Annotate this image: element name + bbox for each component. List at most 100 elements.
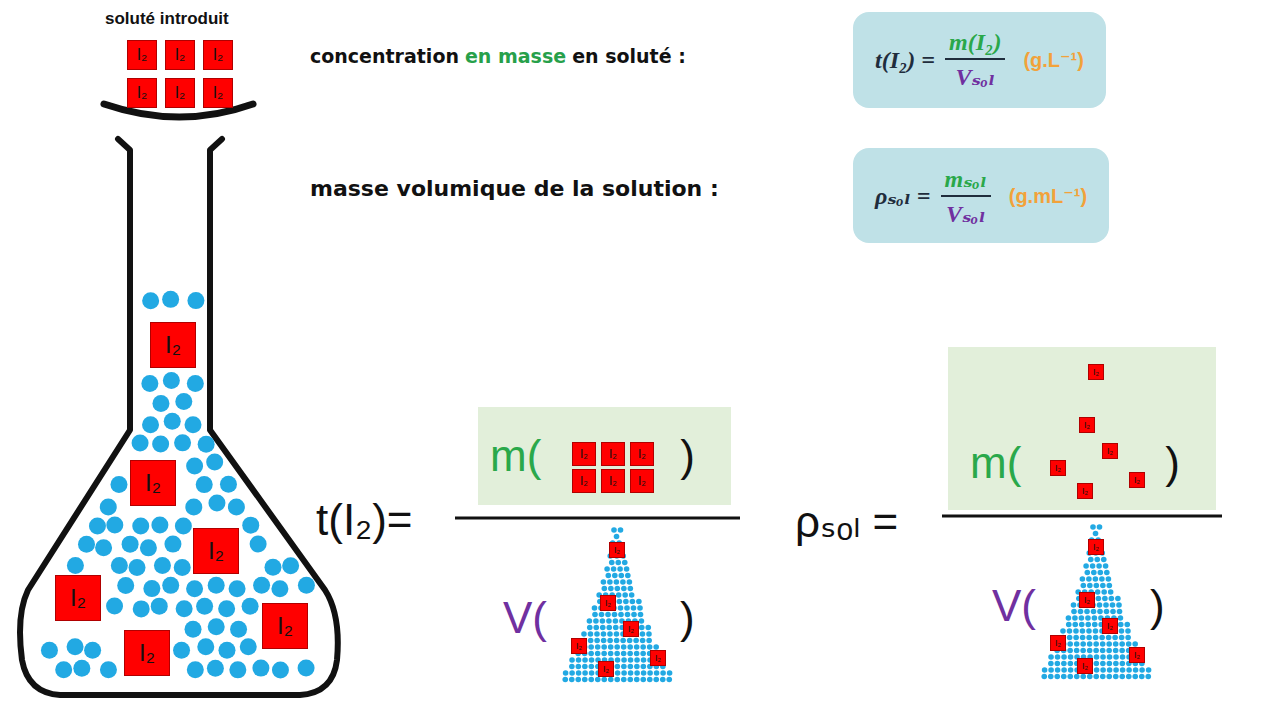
solvent-particle <box>606 625 612 631</box>
solvent-particle <box>185 498 202 515</box>
solvent-particle <box>1101 557 1107 563</box>
solvent-particle <box>608 644 614 650</box>
solvent-particle <box>271 580 288 597</box>
solvent-particle <box>634 664 640 670</box>
solvent-particle <box>1132 641 1138 647</box>
solvent-particle <box>1094 661 1100 667</box>
solvent-particle <box>252 660 269 677</box>
solvent-particle <box>592 605 598 611</box>
solvent-particle <box>587 618 593 624</box>
solvent-particle <box>1055 661 1061 667</box>
solvent-particle <box>1087 641 1093 647</box>
solvent-particle <box>1072 622 1078 628</box>
solvent-particle <box>601 651 607 657</box>
solvent-particle <box>129 559 146 576</box>
solvent-particle <box>242 598 259 615</box>
solvent-particle <box>250 536 267 553</box>
solvent-particle <box>631 605 637 611</box>
solvent-particle <box>609 560 615 566</box>
solvent-particle <box>634 651 640 657</box>
solvent-particle <box>1093 635 1099 641</box>
solvent-particle <box>604 566 610 572</box>
solvent-particle <box>613 625 619 631</box>
solvent-particle <box>229 580 246 597</box>
solvent-particle <box>588 677 594 683</box>
solvent-particle <box>589 657 595 663</box>
solvent-particle <box>588 651 594 657</box>
solvent-particle <box>569 677 575 683</box>
solvent-particle <box>1066 622 1072 628</box>
solvent-particle <box>593 625 599 631</box>
solvent-particle <box>1120 661 1126 667</box>
solvent-particle <box>1060 628 1066 634</box>
solvent-particle <box>589 670 595 676</box>
solvent-particle <box>1055 654 1061 660</box>
solvent-particle <box>1085 570 1091 576</box>
solvent-particle <box>1086 576 1092 582</box>
mass-symbol: m( <box>970 441 1021 485</box>
solvent-particle <box>625 612 631 618</box>
solvent-particle <box>1107 661 1113 667</box>
iodine-particle: I₂ <box>1079 417 1095 433</box>
fraction: m(I₂)Vₛₒₗ <box>945 29 1005 91</box>
solvent-particle <box>84 642 101 659</box>
solvent-particle <box>582 677 588 683</box>
solvent-particle <box>162 291 179 308</box>
solvent-particle <box>1119 674 1125 680</box>
solvent-particle <box>228 498 245 515</box>
solvent-particle <box>1067 648 1073 654</box>
solvent-particle <box>1061 674 1067 680</box>
iodine-particle: I₂ <box>1102 443 1118 459</box>
solvent-particle <box>1081 583 1087 589</box>
solvent-particle <box>624 566 630 572</box>
solvent-particle <box>1112 635 1118 641</box>
solvent-particle <box>117 577 134 594</box>
solvent-particle <box>666 677 672 683</box>
solvent-particle <box>634 644 640 650</box>
solvent-particle <box>111 557 128 574</box>
solvent-particle <box>100 661 117 678</box>
solvent-particle <box>589 664 595 670</box>
solvent-particle <box>1074 641 1080 647</box>
solvent-particle <box>1102 596 1108 602</box>
solvent-particle <box>1124 622 1130 628</box>
solvent-particle <box>187 661 204 678</box>
solvent-particle <box>640 677 646 683</box>
solvent-particle <box>1048 674 1054 680</box>
unit: (g.mL⁻¹) <box>1009 184 1087 208</box>
solvent-particle <box>1115 596 1121 602</box>
solvent-particle <box>1139 674 1145 680</box>
solvent-particle <box>95 539 112 556</box>
solvent-particle <box>600 625 606 631</box>
solvent-particle <box>1078 609 1084 615</box>
solvent-particle <box>623 599 629 605</box>
solvent-particle <box>1100 654 1106 660</box>
solvent-particle <box>230 621 247 638</box>
solvent-particle <box>1107 667 1113 673</box>
solvent-particle <box>1119 635 1125 641</box>
iodine-particle: I₂ <box>572 469 596 493</box>
fraction-bar <box>942 515 1222 518</box>
solvent-particle <box>621 657 627 663</box>
solvent-particle <box>1068 661 1074 667</box>
solvent-particle <box>614 579 620 585</box>
iodine-particle: I₂ <box>571 638 587 654</box>
solvent-particle <box>1106 576 1112 582</box>
solvent-particle <box>588 631 594 637</box>
solvent-particle <box>185 416 202 433</box>
solvent-particle <box>1086 628 1092 634</box>
solvent-particle <box>1092 615 1098 621</box>
solvent-particle <box>152 395 169 412</box>
solvent-particle <box>608 651 614 657</box>
solvent-particle <box>1106 635 1112 641</box>
solvent-particle <box>1093 674 1099 680</box>
solvent-particle <box>282 557 299 574</box>
solvent-particle <box>1092 622 1098 628</box>
solvent-particle <box>196 476 213 493</box>
solvent-particle <box>1079 615 1085 621</box>
solvent-particle <box>208 577 225 594</box>
solvent-particle <box>1106 648 1112 654</box>
solvent-particle <box>143 580 160 597</box>
solvent-particle <box>1101 589 1107 595</box>
solvent-particle <box>621 664 627 670</box>
